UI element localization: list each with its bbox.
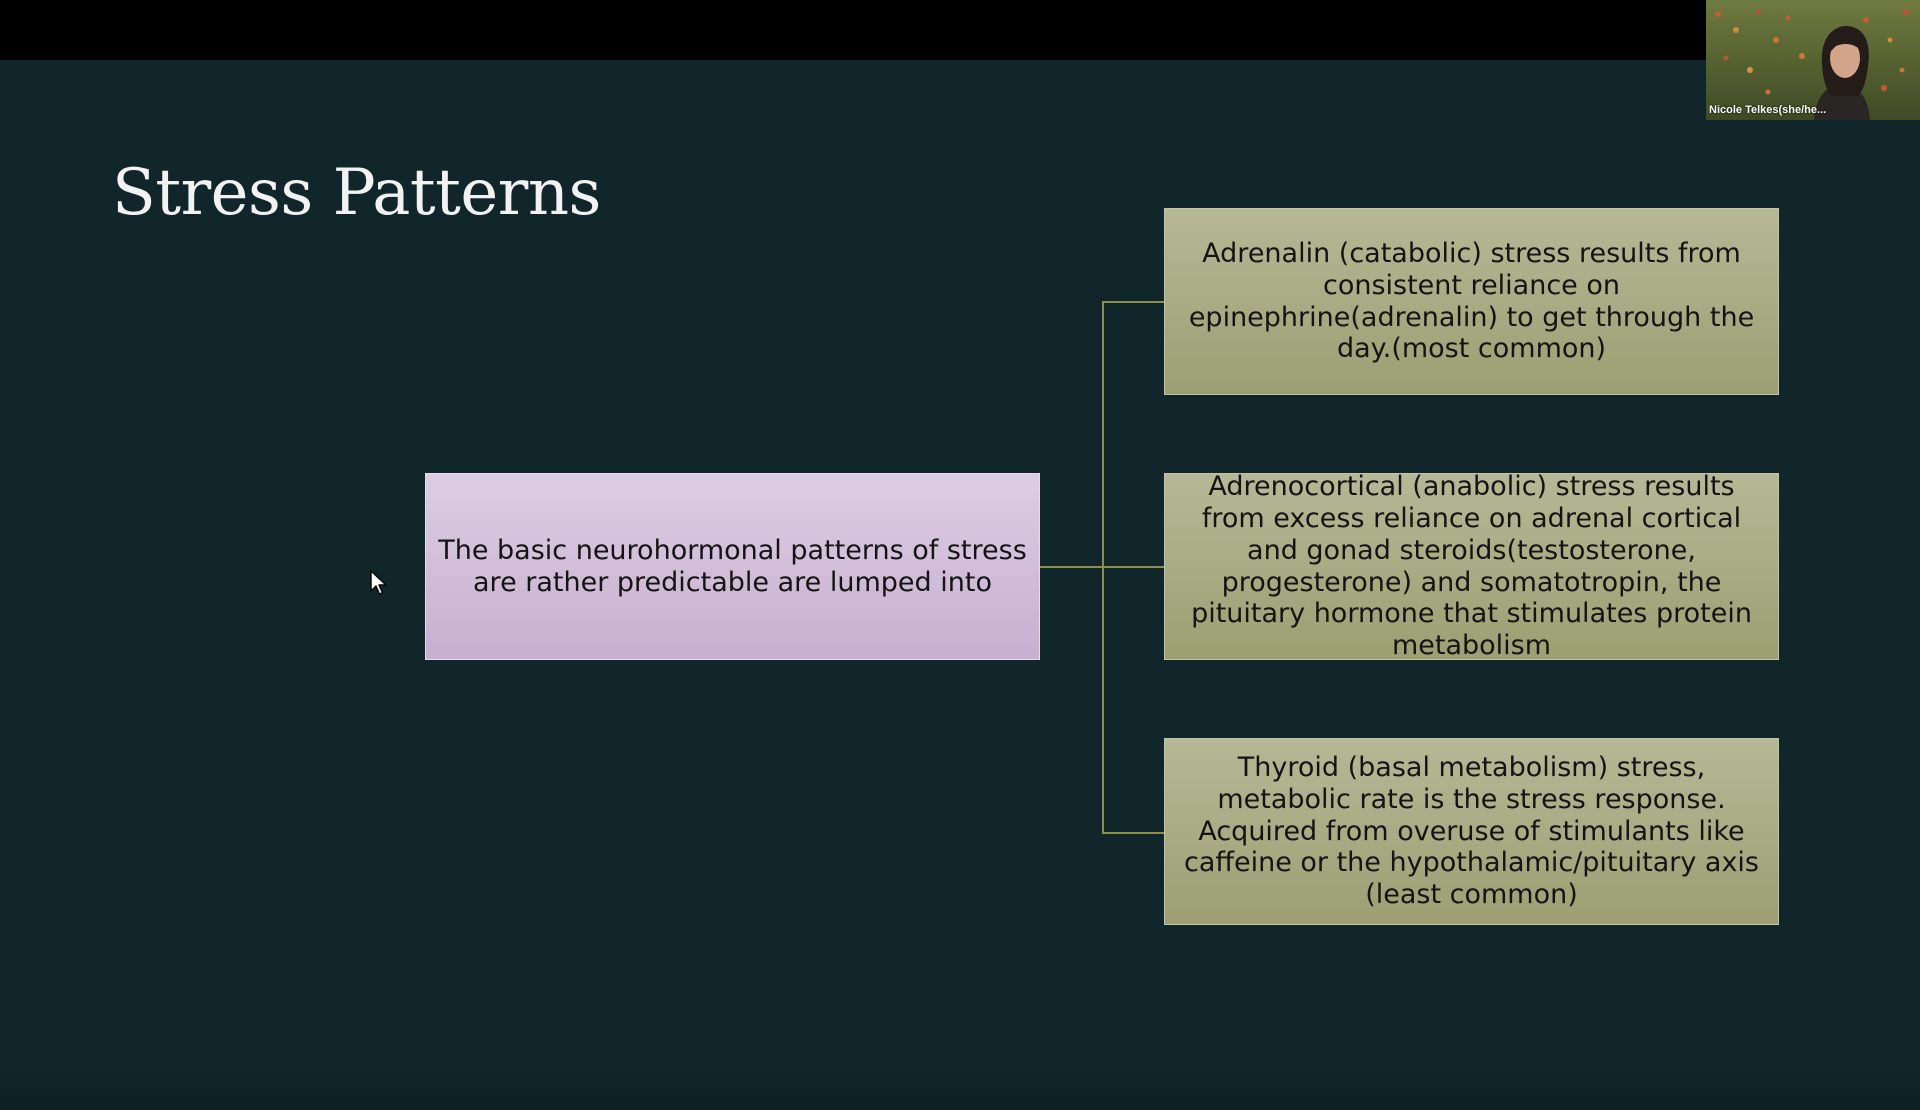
stress-pattern-text: Adrenalin (catabolic) stress results fro… (1188, 237, 1755, 365)
main-concept-text: The basic neurohormonal patterns of stre… (438, 534, 1027, 598)
stress-pattern-text: Thyroid (basal metabolism) stress, metab… (1183, 751, 1759, 911)
connector-line (1040, 566, 1103, 568)
presentation-slide: Stress Patterns The basic neurohormonal … (0, 60, 1920, 1110)
stress-pattern-box-adrenocortical: Adrenocortical (anabolic) stress results… (1164, 470, 1779, 662)
connector-line (1102, 566, 1164, 568)
main-concept-box: The basic neurohormonal patterns of stre… (425, 473, 1040, 660)
participant-video-feed (1706, 0, 1920, 120)
slide-bottom-edge (0, 1070, 1920, 1110)
stress-pattern-text: Adrenocortical (anabolic) stress results… (1191, 470, 1752, 662)
stress-pattern-box-adrenalin: Adrenalin (catabolic) stress results fro… (1164, 208, 1779, 395)
mouse-cursor-icon (370, 570, 387, 595)
connector-line (1102, 301, 1164, 303)
participant-video-tile[interactable]: Nicole Telkes(she/he... (1706, 0, 1920, 120)
stress-pattern-box-thyroid: Thyroid (basal metabolism) stress, metab… (1164, 738, 1779, 925)
slide-title: Stress Patterns (112, 156, 601, 230)
connector-line (1102, 832, 1164, 834)
top-bar (0, 0, 1920, 60)
participant-name: Nicole Telkes(she/he... (1709, 104, 1827, 116)
